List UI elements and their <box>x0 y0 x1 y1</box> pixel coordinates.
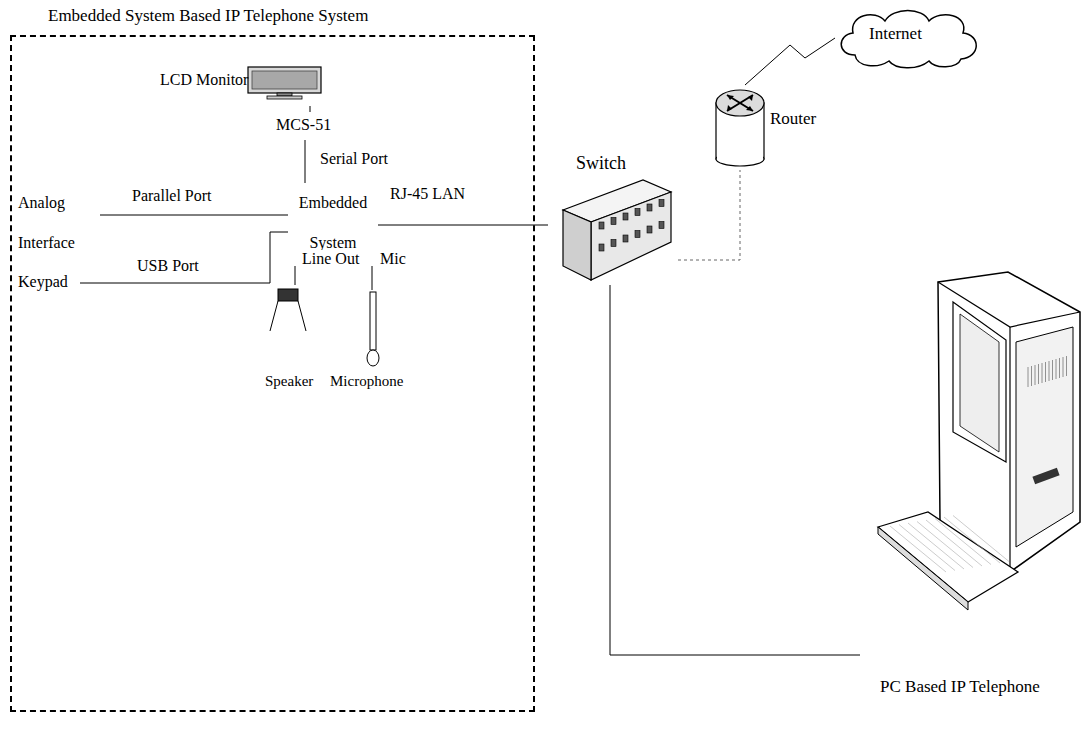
router-icon <box>715 89 765 167</box>
speaker: Speaker <box>255 285 327 395</box>
node-label: PC Based IP Telephone <box>880 677 1040 697</box>
port-label: Serial Port <box>318 150 390 168</box>
node-label: Switch <box>576 153 626 174</box>
microphone: Microphone <box>330 290 420 395</box>
node-label: MCS-51 <box>276 116 331 134</box>
system-boundary: Embedded System Based IP Telephone Syste… <box>10 35 535 712</box>
port-label: Mic <box>378 250 408 268</box>
port-label: Line Out <box>300 250 361 268</box>
connector-line <box>378 225 548 226</box>
pc-ip-telephone: PC Based IP Telephone <box>860 272 1088 707</box>
node-label: Embedded System Based IP Telephone Syste… <box>48 6 368 26</box>
wireless-link <box>745 38 835 85</box>
connector-line <box>372 266 373 290</box>
monitor-icon <box>247 66 323 100</box>
microphone-icon <box>367 292 381 368</box>
node-label: Internet <box>869 24 922 44</box>
port-label: Parallel Port <box>130 187 214 205</box>
analog-interface-box: Analog Interface <box>15 183 100 266</box>
speaker-icon <box>269 289 309 333</box>
node-label: LCD Monitor <box>160 71 248 89</box>
connector-line <box>678 170 740 260</box>
network-switch: Switch <box>548 150 678 285</box>
node-label: Speaker <box>265 373 313 390</box>
internet-cloud: Internet <box>835 5 985 71</box>
node-label: Microphone <box>330 373 403 390</box>
connector-line <box>305 140 306 183</box>
connector-line <box>610 285 860 655</box>
connector-line <box>100 215 288 216</box>
connector-line <box>80 232 288 283</box>
keypad-box: Keypad <box>15 268 80 296</box>
port-label: USB Port <box>135 257 201 275</box>
switch-icon <box>553 180 675 282</box>
connector-line <box>310 106 311 112</box>
node-label: Keypad <box>18 273 68 291</box>
router: Router <box>710 85 828 170</box>
port-label: RJ-45 LAN <box>388 185 467 203</box>
microcontroller-box: MCS-51 <box>268 112 350 140</box>
node-label: Router <box>770 109 816 129</box>
lcd-monitor: LCD Monitor <box>155 62 327 106</box>
node-label: Analog Interface <box>18 183 93 263</box>
pc-icon <box>868 272 1083 612</box>
connector-line <box>295 266 296 285</box>
